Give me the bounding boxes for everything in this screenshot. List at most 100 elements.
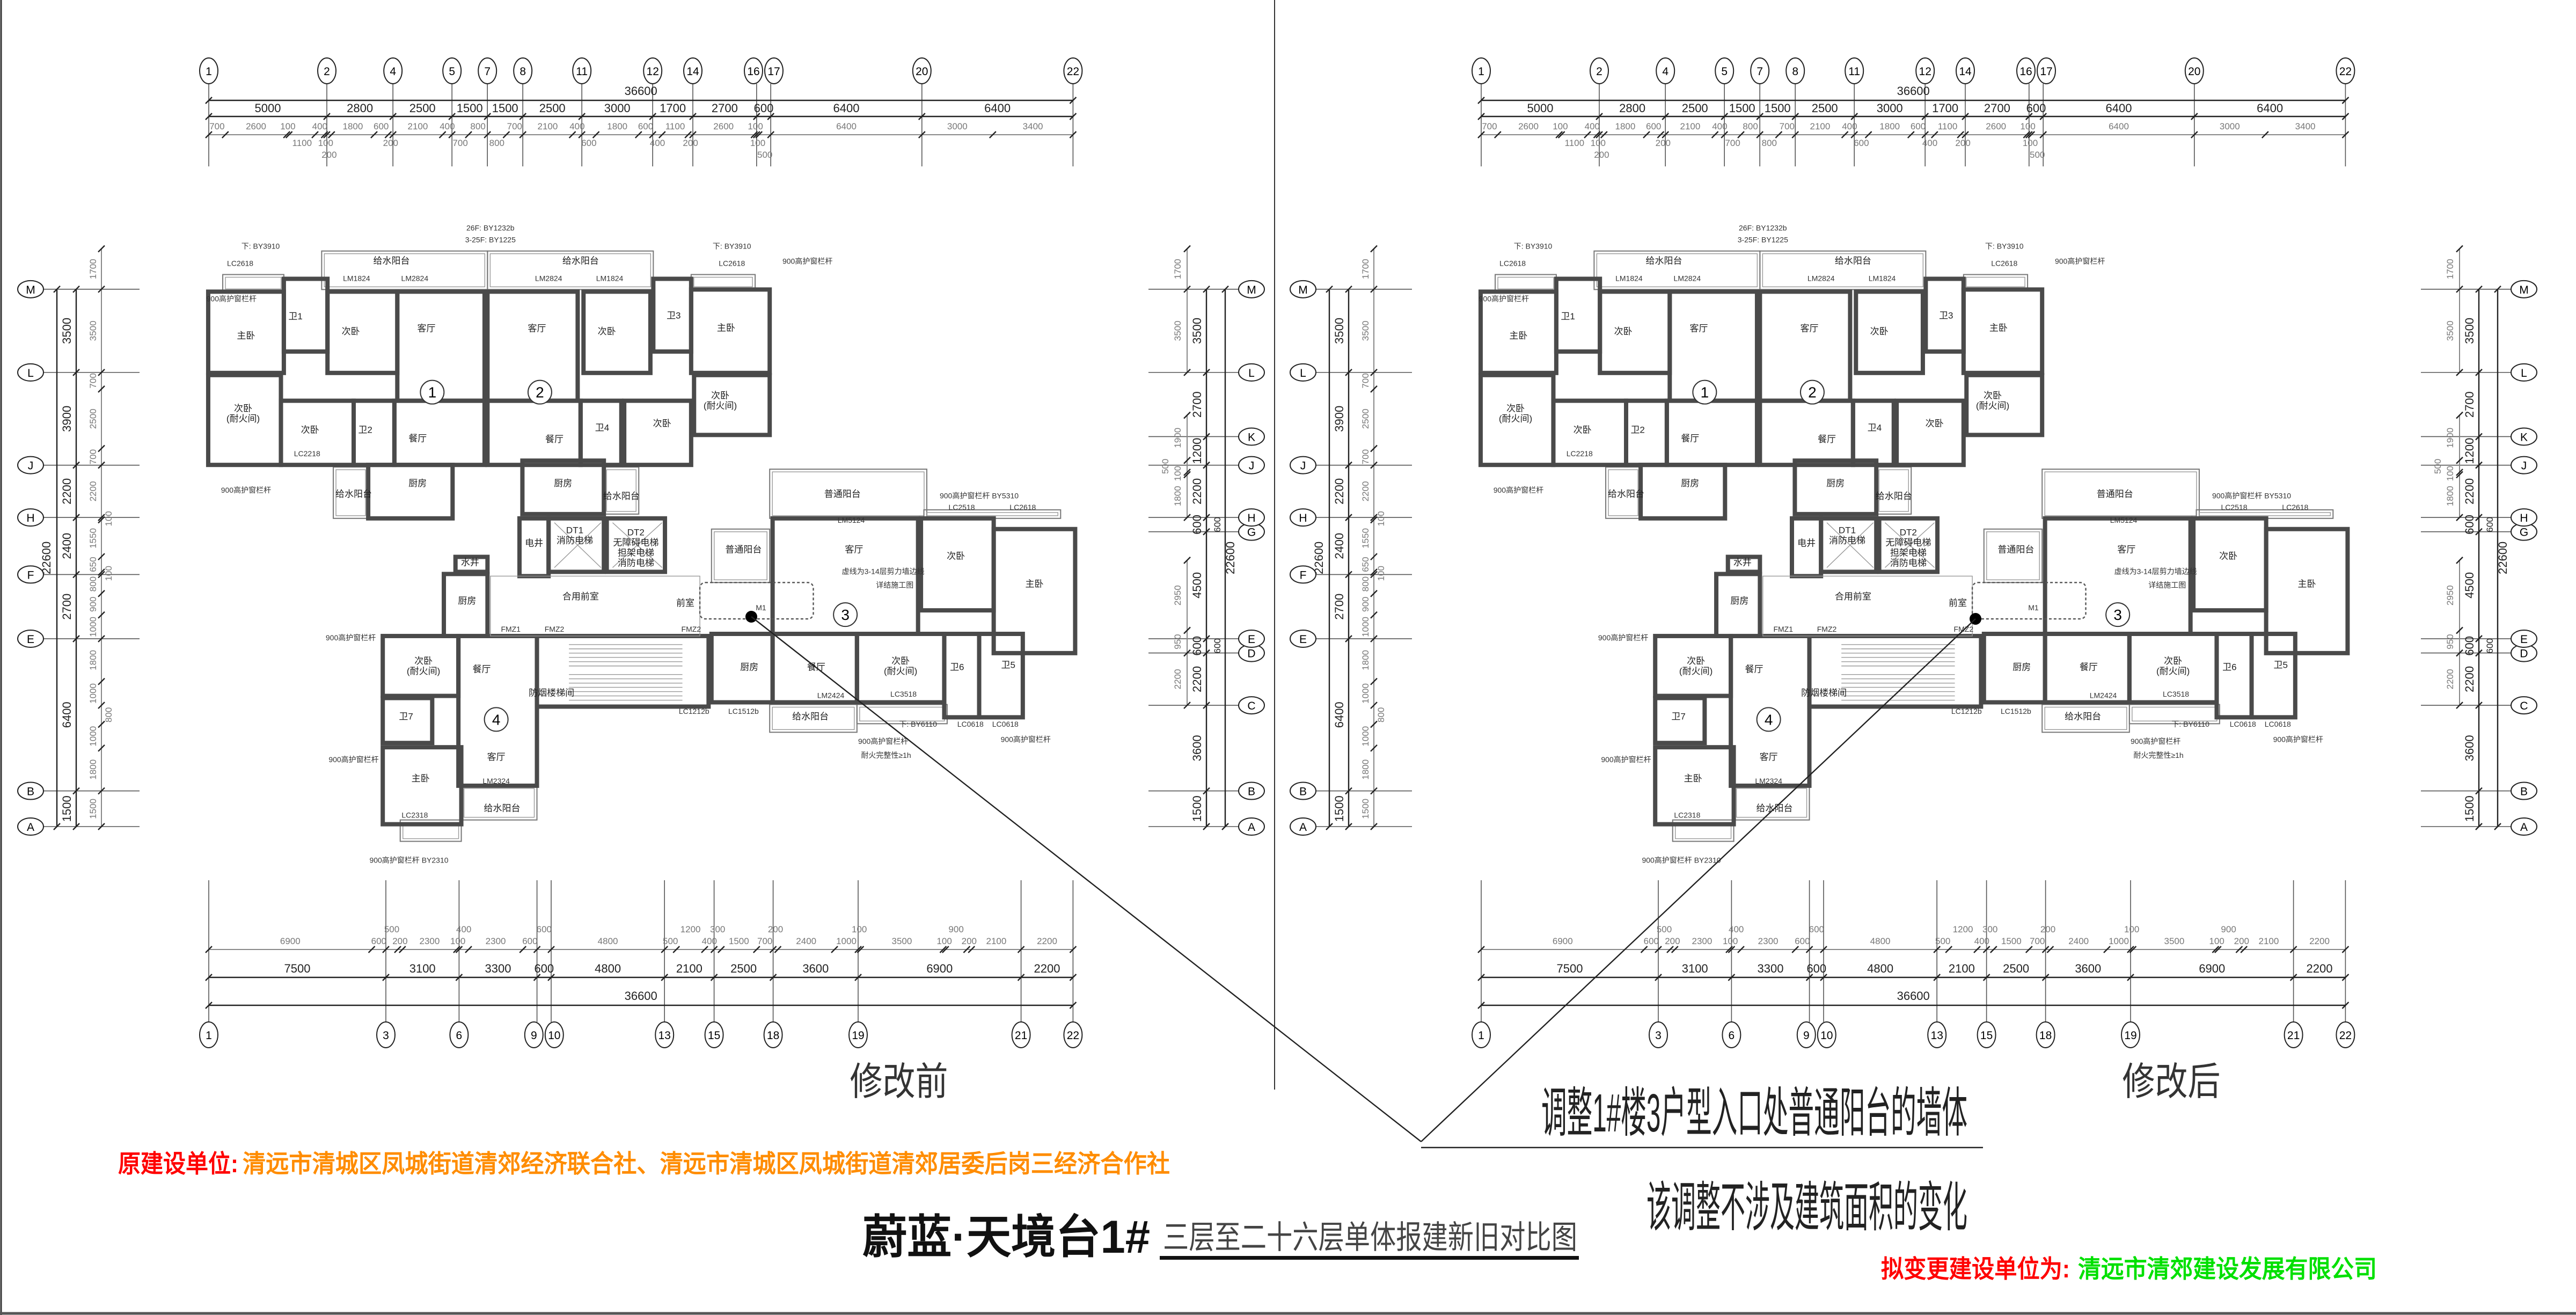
dimension-label: 200 [392,936,407,946]
room-label: 客厅 [528,324,546,334]
dimension-label: 500 [384,924,399,934]
axis-bubble [912,57,932,84]
axis-label: 2 [324,65,330,78]
room-label: 普通阳台 [725,545,762,555]
component-code: LM1824 [1615,274,1643,282]
original-builder-value: 清远市清城区凤城街道清郊经济联合社、清远市清城区凤城街道清郊居委后岗三经济合作社 [243,1150,1170,1178]
dimension-tick [1657,131,1665,138]
axis-label: 1 [1478,1029,1484,1042]
room-label: 卫7 [399,711,413,721]
axis-label: 8 [1792,65,1798,78]
dimension-label: 600 [374,121,389,132]
dimension-tick [2456,702,2463,709]
room-label: 主卧 [412,773,430,784]
axis-label: D [1247,648,1255,660]
dimension-label: 7500 [1557,962,1583,975]
dimension-label: 1800 [1360,650,1371,670]
room-label: 厨房 [740,662,758,673]
axis-label: 17 [767,65,780,78]
dimension-label: 100 [750,138,765,148]
dimension-tick [519,131,527,138]
axis-bubble [17,508,44,527]
axis-bubble [1238,280,1265,298]
dimension-tick [1640,946,1648,953]
new-builder-label: 拟变更建设单位为: [1881,1255,2070,1283]
unit-number: 1 [428,384,437,401]
axis-label: 16 [2019,65,2032,78]
dimension-tick [533,946,541,953]
dimension-tick [2190,131,2198,138]
dimension-tick [2475,649,2483,657]
component-code: 耐火完整性≥1h [861,751,911,759]
dimension-label: 36600 [625,84,657,98]
room-walls [1854,289,1925,375]
dimension-tick [72,369,80,376]
dimension-tick [323,113,331,120]
axis-bubble [1290,456,1316,474]
dimension-label: 200 [1955,138,1970,148]
component-code: LC0618 [957,720,984,728]
dimension-tick [2289,974,2297,981]
dimension-tick [98,702,105,709]
component-code: M1 [2028,603,2039,612]
dimension-label: 100 [852,924,867,934]
component-code: 900高护窗栏杆 [207,295,257,303]
component-code: LC2318 [1674,811,1700,820]
dimension-label: 2500 [539,101,566,115]
dimension-tick [1203,285,1210,293]
dimension-label: 1500 [492,101,518,115]
dimension-tick [72,285,80,293]
dimension-label: 200 [768,924,783,934]
dimension-tick [592,131,600,138]
dimension-tick [1345,571,1352,579]
dimension-label: 1500 [729,936,749,946]
room-label: 卫2 [358,425,372,435]
dimension-tick [221,131,229,138]
axis-bubble [2511,696,2537,715]
dimension-label: 700 [88,449,98,464]
dimension-label: 600 [2485,517,2495,532]
axis-label: C [2520,700,2528,712]
room-label: 消防电梯 [1829,536,1865,546]
dimension-label: 1200 [680,924,701,934]
dimension-label: 2200 [1173,669,1183,689]
dimension-tick [1596,113,1603,120]
dimension-label: 100 [1376,511,1386,526]
component-code: 900高护窗栏杆 BY2310 [369,856,448,864]
balcony-rail [335,469,366,516]
component-code: LC2518 [2221,503,2247,512]
dimension-label: 100 [450,936,465,946]
dimension-tick [98,553,105,561]
room-label: 卫4 [1868,422,1882,433]
dimension-tick [1183,556,1191,564]
dimension-tick [634,131,642,138]
dimension-label: 950 [1173,634,1183,649]
balcony-rail [772,706,855,730]
dimension-label: 3300 [1758,962,1784,975]
axis-bubble [1063,1021,1083,1048]
dimension-label: 2300 [1692,936,1712,946]
plan-caption: 修改前 [850,1061,948,1104]
dimension-tick [205,97,213,104]
dimension-label: 3900 [60,406,74,432]
dimension-label: 1000 [88,726,98,747]
dimension-label: 2300 [419,936,440,946]
component-code: 900高护窗栏杆 [1494,486,1543,494]
room-label: 消防电梯 [557,536,593,546]
unit-number-circle [1756,707,1781,732]
dimension-label: 36600 [1897,84,1930,98]
axis-label: 18 [2039,1029,2052,1042]
dimension-tick [2456,649,2463,657]
dimension-label: 600 [1806,962,1826,975]
balcony-rail [2044,706,2127,730]
dimension-label: 1550 [88,528,98,549]
dimension-tick [323,131,331,138]
room-walls [1792,458,1879,516]
axis-label: H [26,512,34,524]
component-code: LM2324 [482,777,510,785]
annotation: 调整1#楼3户型入口处普通阳台的墙体 该调整不涉及建筑面积的变化 [751,616,1983,1238]
axis-label: M [1247,284,1256,296]
dimension-label: 2700 [2463,391,2476,418]
component-code: 3-25F: BY1225 [465,236,516,244]
room-label: 次卧 [234,404,252,414]
